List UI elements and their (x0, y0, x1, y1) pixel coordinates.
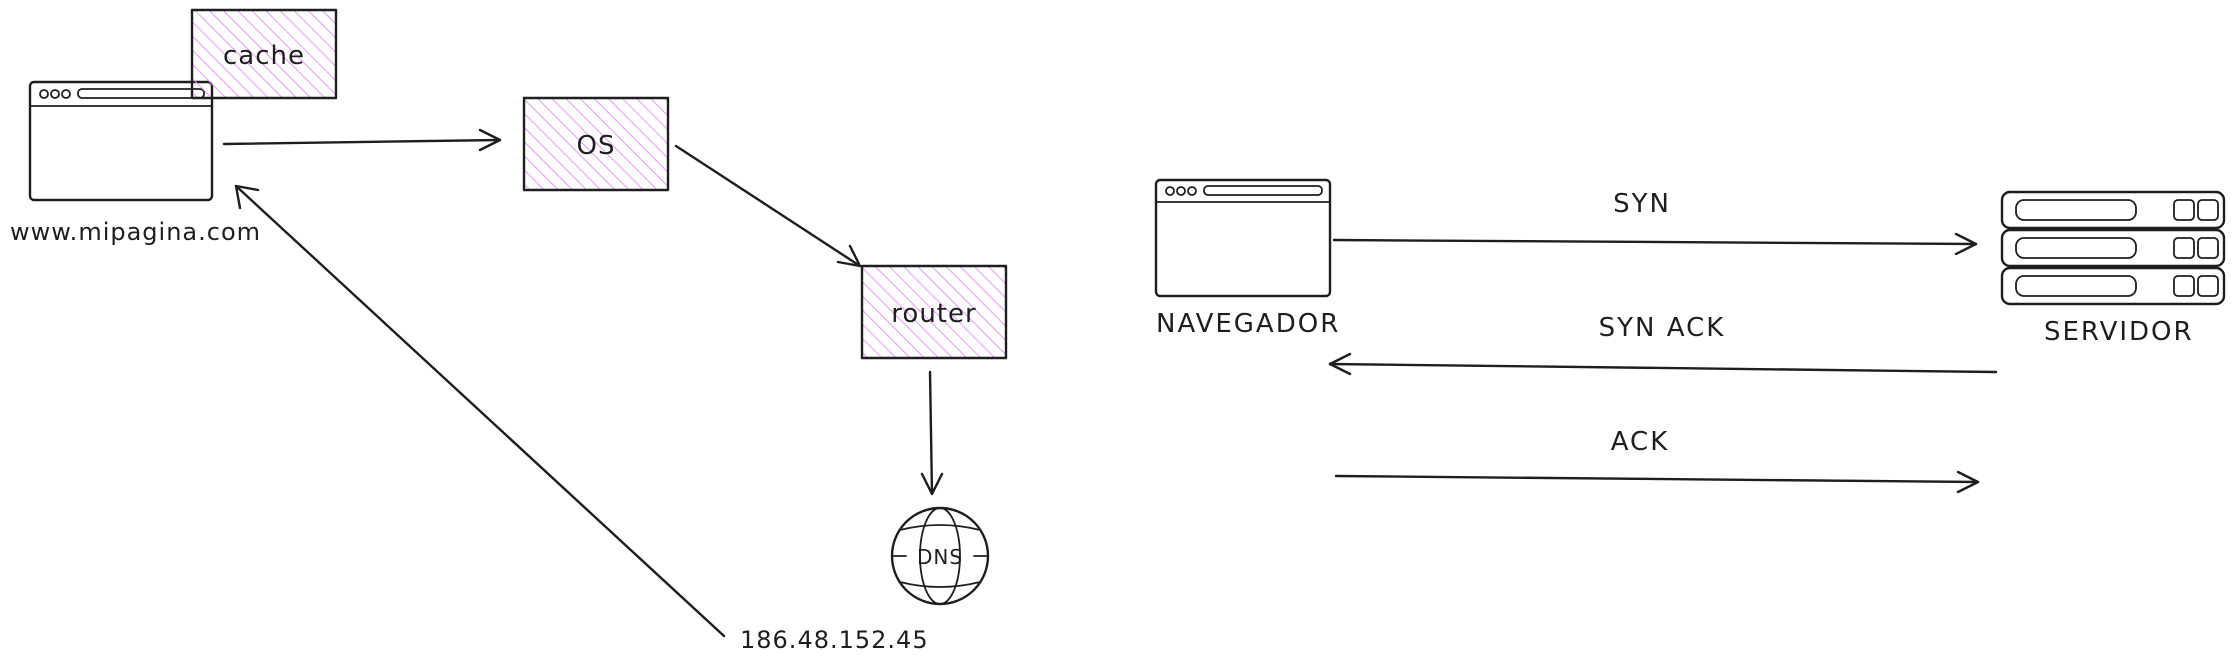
arrow-ack (1334, 470, 1980, 494)
cache-label: cache (223, 41, 305, 71)
navegador-browser-icon (1154, 178, 1332, 298)
arrow-os-to-router (674, 144, 862, 268)
router-label: router (891, 299, 976, 329)
server-rack-icon (2000, 190, 2226, 306)
syn-label: SYN (1613, 189, 1671, 219)
servidor-label: SERVIDOR (2044, 317, 2194, 347)
arrow-syn (1332, 232, 1978, 256)
arrow-syn-ack (1328, 352, 1998, 376)
arrow-browser-to-os (222, 128, 502, 152)
browser-url-label: www.mipagina.com (10, 218, 261, 246)
cache-box: cache (190, 8, 338, 100)
router-box: router (860, 264, 1008, 360)
navegador-label: NAVEGADOR (1156, 309, 1340, 339)
ack-label: ACK (1611, 427, 1670, 457)
arrow-ip-to-browser (234, 184, 726, 638)
browser-window-icon (28, 80, 214, 202)
os-label: OS (577, 131, 616, 161)
os-box: OS (522, 96, 670, 192)
syn-ack-label: SYN ACK (1599, 313, 1726, 343)
dns-label: DNS (917, 545, 963, 569)
dns-globe-icon: DNS (890, 506, 990, 606)
ip-address-label: 186.48.152.45 (740, 626, 929, 654)
arrow-router-to-dns (920, 370, 944, 496)
